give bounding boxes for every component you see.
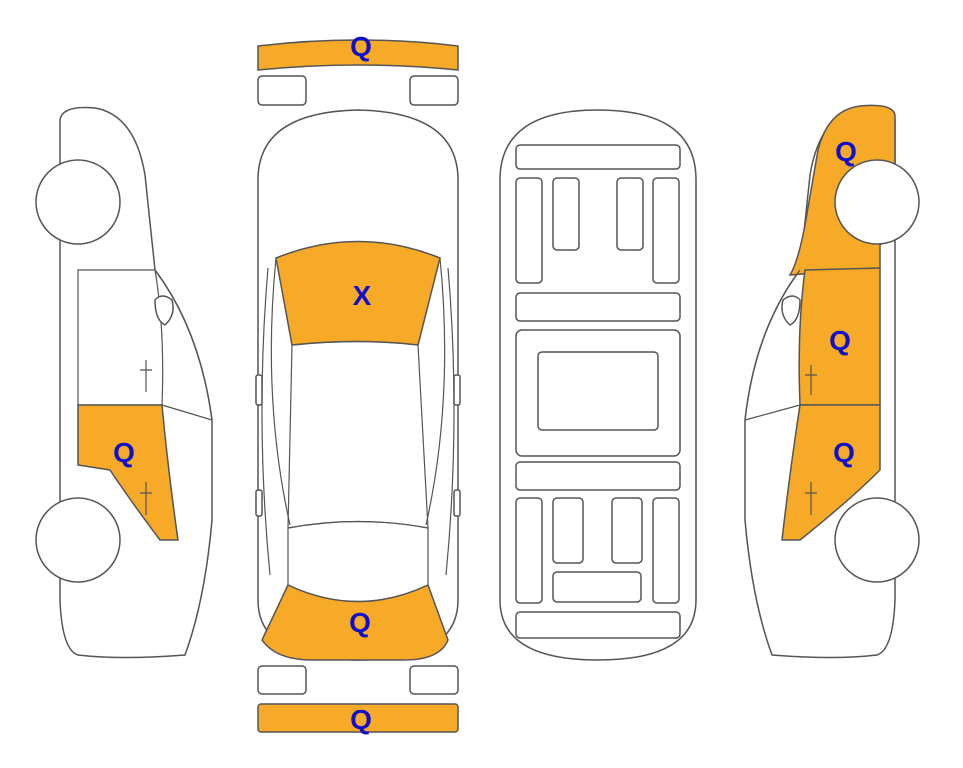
- underside-view: [499, 109, 697, 661]
- underside-rear-right-slot: [611, 497, 643, 564]
- right-door-handle-front: [805, 365, 817, 395]
- left-side-view: [35, 106, 213, 659]
- right-window-line-2: [744, 404, 801, 421]
- rear-window-mark: Q: [349, 607, 371, 638]
- right-door-handle-rear: [805, 482, 817, 515]
- top-right-side-line: [425, 257, 446, 526]
- right-rear-door-part[interactable]: [781, 404, 881, 541]
- left-rear-door-mark: Q: [113, 437, 135, 468]
- windshield-mark: X: [353, 280, 372, 311]
- right-front-wheel: [834, 159, 920, 245]
- left-door-handle-front: [140, 360, 152, 392]
- left-front-wheel: [35, 159, 121, 245]
- left-door-handle-rear: [140, 482, 152, 515]
- rear-deck-line: [287, 520, 429, 603]
- front-right-light: [409, 75, 459, 106]
- right-mirror-shape: [781, 295, 801, 326]
- front-left-light: [257, 75, 307, 106]
- underside-mid-rear-bar: [515, 461, 681, 491]
- underside-center-plate: [537, 351, 659, 431]
- underside-rear-left-slot: [552, 497, 584, 564]
- right-front-fender-mark: Q: [835, 136, 857, 167]
- left-rear-mirror-mark: [255, 489, 263, 517]
- left-window-line-2: [161, 404, 213, 421]
- top-left-side-line: [270, 257, 291, 526]
- front-bumper-mark: Q: [350, 31, 372, 62]
- underside-rear-bar: [515, 611, 681, 639]
- right-side-view: [744, 104, 920, 659]
- left-mirror: [255, 374, 263, 406]
- left-rear-wheel: [35, 497, 121, 583]
- underside-rear-left-rail: [515, 497, 543, 604]
- right-front-door-mark: Q: [829, 325, 851, 356]
- underside-rear-crossbar: [552, 571, 642, 603]
- rear-right-light: [409, 665, 459, 695]
- right-rear-door-mark: Q: [833, 437, 855, 468]
- rear-bumper-part[interactable]: [257, 703, 459, 733]
- left-window-line: [154, 269, 213, 421]
- underside-mid-front-bar: [515, 292, 681, 322]
- right-rear-wheel: [834, 497, 920, 583]
- underside-front-left-slot: [552, 177, 580, 251]
- right-rear-mirror-mark: [453, 489, 461, 517]
- underside-front-left-rail: [515, 177, 543, 284]
- damage-labels: Q X Q Q Q Q Q Q: [113, 31, 857, 735]
- left-mirror-shape: [154, 295, 174, 326]
- front-bumper-part[interactable]: [257, 39, 459, 71]
- right-mirror: [453, 374, 461, 406]
- right-window-line: [744, 269, 801, 421]
- underside-front-right-slot: [616, 177, 644, 251]
- top-right-inner-line: [445, 267, 455, 576]
- left-rear-door-part[interactable]: [77, 404, 179, 541]
- top-view: [255, 39, 461, 733]
- rear-bumper-mark: Q: [350, 704, 372, 735]
- underside-front-right-rail: [652, 177, 680, 284]
- underside-front-bar: [515, 144, 681, 170]
- top-left-inner-line: [261, 267, 271, 576]
- rear-left-light: [257, 665, 307, 695]
- underside-rear-right-rail: [652, 497, 680, 604]
